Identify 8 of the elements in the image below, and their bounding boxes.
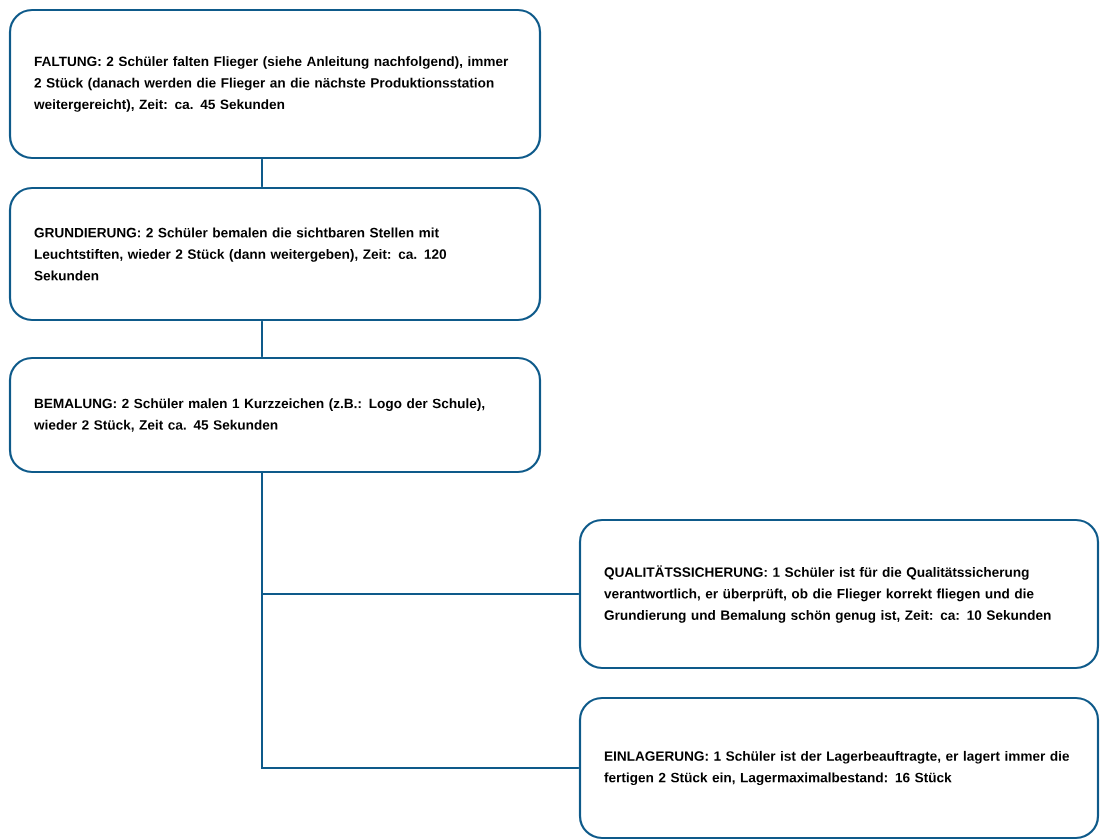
process-box: EINLAGERUNG: 1 Schüler ist der Lagerbeauftragte, er lagert immer die fertigen 2 Stück ein, Lagermaximalbestand: 16 Stück [578, 696, 1100, 840]
process-box: FALTUNG: 2 Schüler falten Flieger (siehe Anleitung nachfolgend), immer 2 Stück (danach werden die Flieger an die nächste Produktionsstation weitergereicht), Zeit: ca. 45 Sekunden [8, 8, 542, 160]
connector-line [261, 320, 263, 358]
connector-line [261, 158, 263, 188]
process-box: BEMALUNG: 2 Schüler malen 1 Kurzzeichen (z.B.: Logo der Schule), wieder 2 Stück, Zeit ca. 45 Sekunden [8, 356, 542, 474]
process-box: QUALITÄTSSICHERUNG: 1 Schüler ist für die Qualitätssicherung verantwortlich, er überprüft, ob die Flieger korrekt fliegen und die Grundierung und Bemalung schön genug ist, Zeit: ca: 10 Sekunden [578, 518, 1100, 670]
connector-line [261, 472, 580, 769]
process-box: GRUNDIERUNG: 2 Schüler bemalen die sichtbaren Stellen mit Leuchtstiften, wieder 2 Stück (dann weitergeben), Zeit: ca. 120 Sekunden [8, 186, 542, 322]
